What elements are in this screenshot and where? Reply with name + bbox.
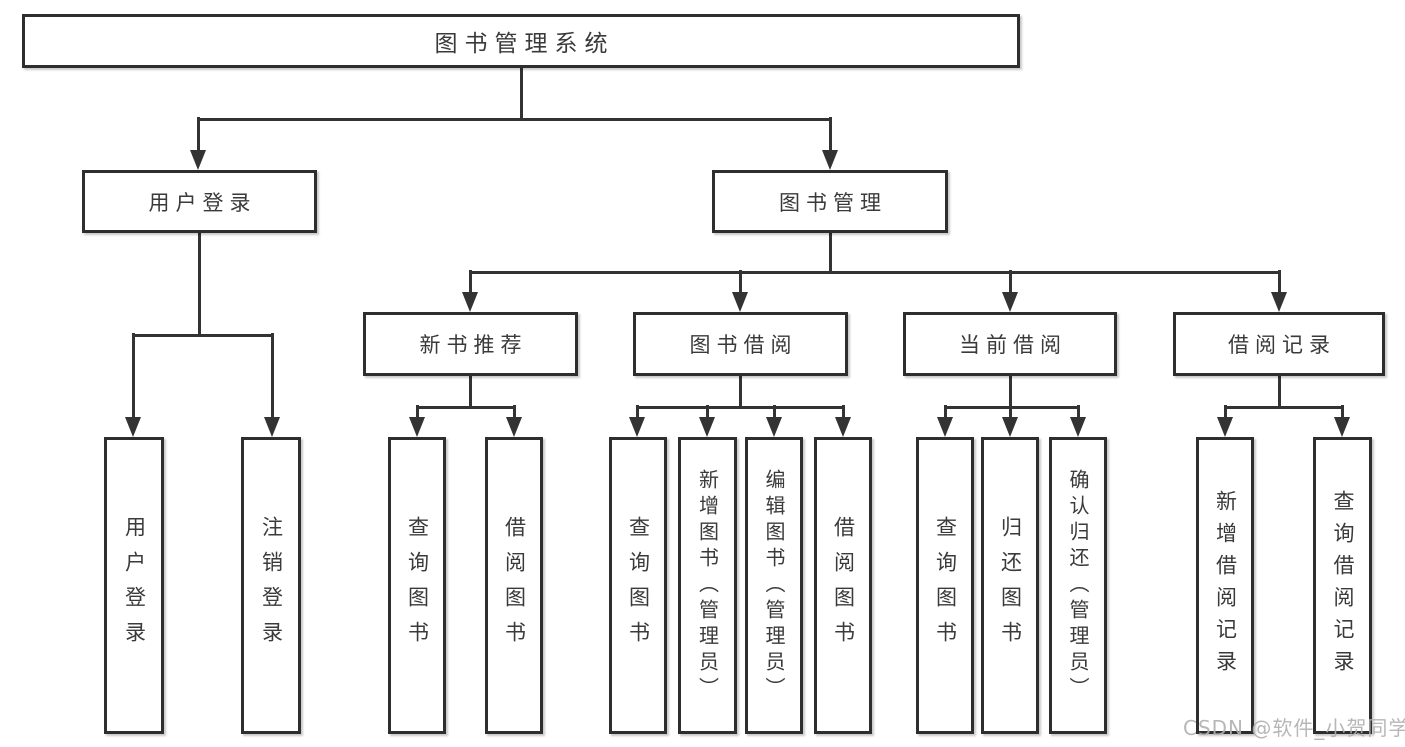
arrowhead-icon xyxy=(1334,417,1350,437)
leaf-query-book-borrow-label: 查询图书 xyxy=(626,515,651,656)
connector-line xyxy=(828,117,832,151)
connector-line xyxy=(772,405,776,418)
connector-line xyxy=(1223,405,1227,418)
leaf-query-borrow-record: 查询借阅记录 xyxy=(1313,437,1372,734)
arrowhead-icon xyxy=(462,292,478,312)
leaf-logout: 注销登录 xyxy=(241,437,301,734)
connector-line xyxy=(635,405,845,409)
leaf-add-book-admin-label: 新增图书（管理员） xyxy=(695,468,720,703)
node-user-login-label: 用户登录 xyxy=(148,190,257,215)
connector-line xyxy=(943,405,1080,409)
connector-line xyxy=(841,405,845,418)
leaf-add-borrow-record-label: 新增借阅记录 xyxy=(1213,489,1238,682)
leaf-borrow-book: 借阅图书 xyxy=(814,437,872,734)
connector-line xyxy=(1277,270,1281,293)
arrowhead-icon xyxy=(699,417,715,437)
arrowhead-icon xyxy=(1002,292,1018,312)
connector-line xyxy=(738,270,742,293)
leaf-add-book-admin: 新增图书（管理员） xyxy=(678,437,737,734)
leaf-borrow-book-recommend-label: 借阅图书 xyxy=(502,515,527,656)
connector-line xyxy=(131,333,135,418)
node-current-borrow-label: 当前借阅 xyxy=(959,333,1067,357)
connector-line xyxy=(1008,405,1012,418)
arrowhead-icon xyxy=(766,417,782,437)
connector-line xyxy=(468,270,1281,274)
connector-line xyxy=(468,374,472,409)
connector-line xyxy=(705,405,709,418)
leaf-query-borrow-record-label: 查询借阅记录 xyxy=(1331,489,1355,682)
leaf-logout-label: 注销登录 xyxy=(259,515,284,656)
connector-line xyxy=(196,117,832,121)
connector-line xyxy=(519,68,523,121)
arrowhead-icon xyxy=(1002,417,1018,437)
connector-line xyxy=(1340,405,1344,418)
node-user-login: 用户登录 xyxy=(82,170,317,233)
node-borrow-record: 借阅记录 xyxy=(1173,312,1385,376)
leaf-query-book-recommend-label: 查询图书 xyxy=(405,515,430,656)
arrowhead-icon xyxy=(822,150,838,170)
connector-line xyxy=(270,333,274,418)
connector-line xyxy=(738,374,742,409)
connector-line xyxy=(512,405,516,418)
leaf-add-borrow-record: 新增借阅记录 xyxy=(1196,437,1254,734)
node-new-book-recommend: 新书推荐 xyxy=(363,312,578,376)
connector-line xyxy=(943,405,947,418)
leaf-query-book-borrow: 查询图书 xyxy=(609,437,667,734)
node-book-management-label: 图书管理 xyxy=(779,190,887,215)
leaf-user-login-label: 用户登录 xyxy=(122,515,147,656)
leaf-confirm-return-admin: 确认归还（管理员） xyxy=(1049,437,1107,734)
node-book-borrow: 图书借阅 xyxy=(633,312,848,376)
arrowhead-icon xyxy=(506,417,522,437)
node-borrow-record-label: 借阅记录 xyxy=(1228,333,1336,357)
leaf-user-login: 用户登录 xyxy=(104,437,164,734)
leaf-query-book-current-label: 查询图书 xyxy=(933,515,958,656)
arrowhead-icon xyxy=(629,417,645,437)
leaf-return-book: 归还图书 xyxy=(981,437,1039,734)
node-current-borrow: 当前借阅 xyxy=(903,312,1117,376)
leaf-borrow-book-label: 借阅图书 xyxy=(831,515,856,656)
connector-line xyxy=(828,231,832,274)
arrowhead-icon xyxy=(190,150,206,170)
arrowhead-icon xyxy=(835,417,851,437)
connector-line xyxy=(1008,374,1012,409)
arrowhead-icon xyxy=(1217,417,1233,437)
connector-line xyxy=(468,270,472,293)
arrowhead-icon xyxy=(937,417,953,437)
leaf-return-book-label: 归还图书 xyxy=(998,515,1023,656)
node-root: 图书管理系统 xyxy=(22,14,1020,68)
arrowhead-icon xyxy=(1271,292,1287,312)
arrowhead-icon xyxy=(409,417,425,437)
leaf-query-book-current: 查询图书 xyxy=(916,437,974,734)
connector-line xyxy=(635,405,639,418)
leaf-query-book-recommend: 查询图书 xyxy=(388,437,446,734)
leaf-edit-book-admin: 编辑图书（管理员） xyxy=(745,437,803,734)
arrowhead-icon xyxy=(264,417,280,437)
connector-line xyxy=(196,117,200,151)
leaf-borrow-book-recommend: 借阅图书 xyxy=(485,437,543,734)
node-book-borrow-label: 图书借阅 xyxy=(689,333,798,357)
connector-line xyxy=(197,231,201,337)
connector-line xyxy=(1008,270,1012,293)
arrowhead-icon xyxy=(1070,417,1086,437)
connector-line xyxy=(1277,374,1281,409)
connector-line xyxy=(415,405,419,418)
arrowhead-icon xyxy=(732,292,748,312)
connector-line xyxy=(1223,405,1344,409)
leaf-edit-book-admin-label: 编辑图书（管理员） xyxy=(762,468,786,703)
node-root-label: 图书管理系统 xyxy=(434,31,615,57)
connector-line xyxy=(131,333,274,337)
node-book-management: 图书管理 xyxy=(712,170,948,233)
connector-line xyxy=(415,405,516,409)
node-new-book-recommend-label: 新书推荐 xyxy=(419,333,528,357)
arrowhead-icon xyxy=(125,417,141,437)
connector-line xyxy=(1076,405,1080,418)
leaf-confirm-return-admin-label: 确认归还（管理员） xyxy=(1066,468,1090,703)
csdn-watermark: CSDN @软件_小贺同学 xyxy=(1183,716,1405,740)
